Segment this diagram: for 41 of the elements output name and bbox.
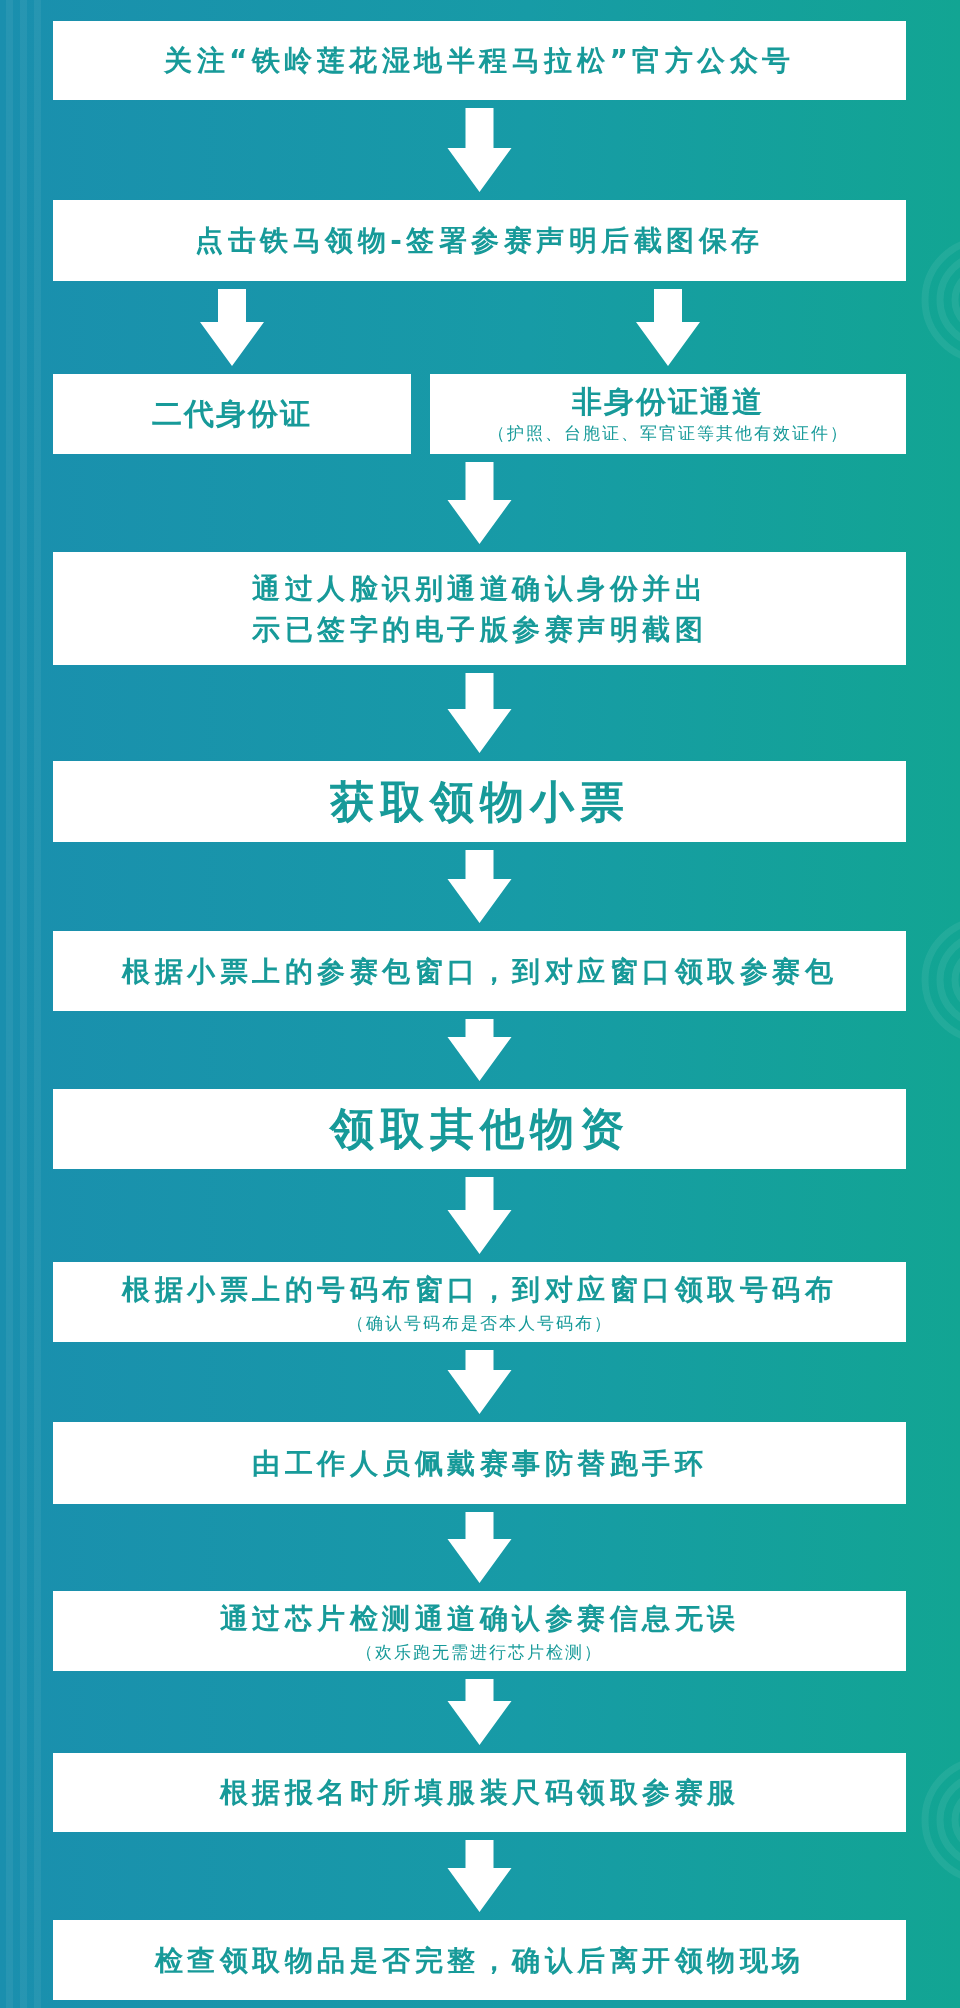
- arrow: [447, 108, 512, 192]
- arrow: [447, 1177, 512, 1254]
- step-box: [53, 1920, 906, 2000]
- step-text: 通过芯片检测通道确认参赛信息无误: [219, 1601, 740, 1637]
- step-text: 关注“铁岭莲花湿地半程马拉松”官方公众号: [164, 43, 795, 79]
- step-text: 二代身份证: [152, 396, 312, 432]
- arrow: [447, 1019, 512, 1081]
- step-box: [53, 1422, 906, 1504]
- arrow: [447, 1512, 512, 1583]
- arrow: [447, 462, 512, 544]
- arrow: [447, 1679, 512, 1745]
- step-text: 由工作人员佩戴赛事防替跑手环: [252, 1445, 707, 1482]
- step-text: 根据报名时所填服装尺码领取参赛服: [219, 1775, 740, 1811]
- step-box: [53, 1262, 906, 1342]
- step-box: [53, 200, 906, 281]
- step-text: 根据小票上的号码布窗口，到对应窗口领取号码布: [122, 1272, 837, 1308]
- arrow: [200, 289, 264, 366]
- arrow: [636, 289, 700, 366]
- step-text: 非身份证通道: [572, 383, 764, 420]
- step-box: [53, 1591, 906, 1671]
- step-box: [53, 21, 906, 100]
- step-box: [53, 761, 906, 842]
- step-box: [430, 374, 906, 454]
- arrow: [447, 1350, 512, 1414]
- arrow: [447, 1840, 512, 1912]
- arrow: [447, 673, 512, 753]
- step-box: [53, 1089, 906, 1169]
- arrow: [447, 850, 512, 923]
- step-text: 获取领物小票: [329, 775, 630, 828]
- note-text: （护照、台胞证、军官证等其他有效证件）: [487, 421, 849, 445]
- note-text: （欢乐跑无需进行芯片检测）: [356, 1641, 603, 1664]
- step-box: [53, 931, 906, 1011]
- step-text: 通过人脸识别通道确认身份并出示已签字的电子版参赛声明截图: [251, 570, 708, 648]
- step-box: [53, 1753, 906, 1832]
- step-box: [53, 552, 906, 665]
- step-text: 点击铁马领物-签署参赛声明后截图保存: [195, 223, 764, 259]
- step-text: 检查领取物品是否完整，确认后离开领物现场: [154, 1942, 805, 1979]
- step-text: 领取其他物资: [329, 1103, 630, 1155]
- note-text: （确认号码布是否本人号码布）: [346, 1312, 613, 1335]
- step-text: 根据小票上的参赛包窗口，到对应窗口领取参赛包: [122, 953, 837, 990]
- step-box: [53, 374, 411, 454]
